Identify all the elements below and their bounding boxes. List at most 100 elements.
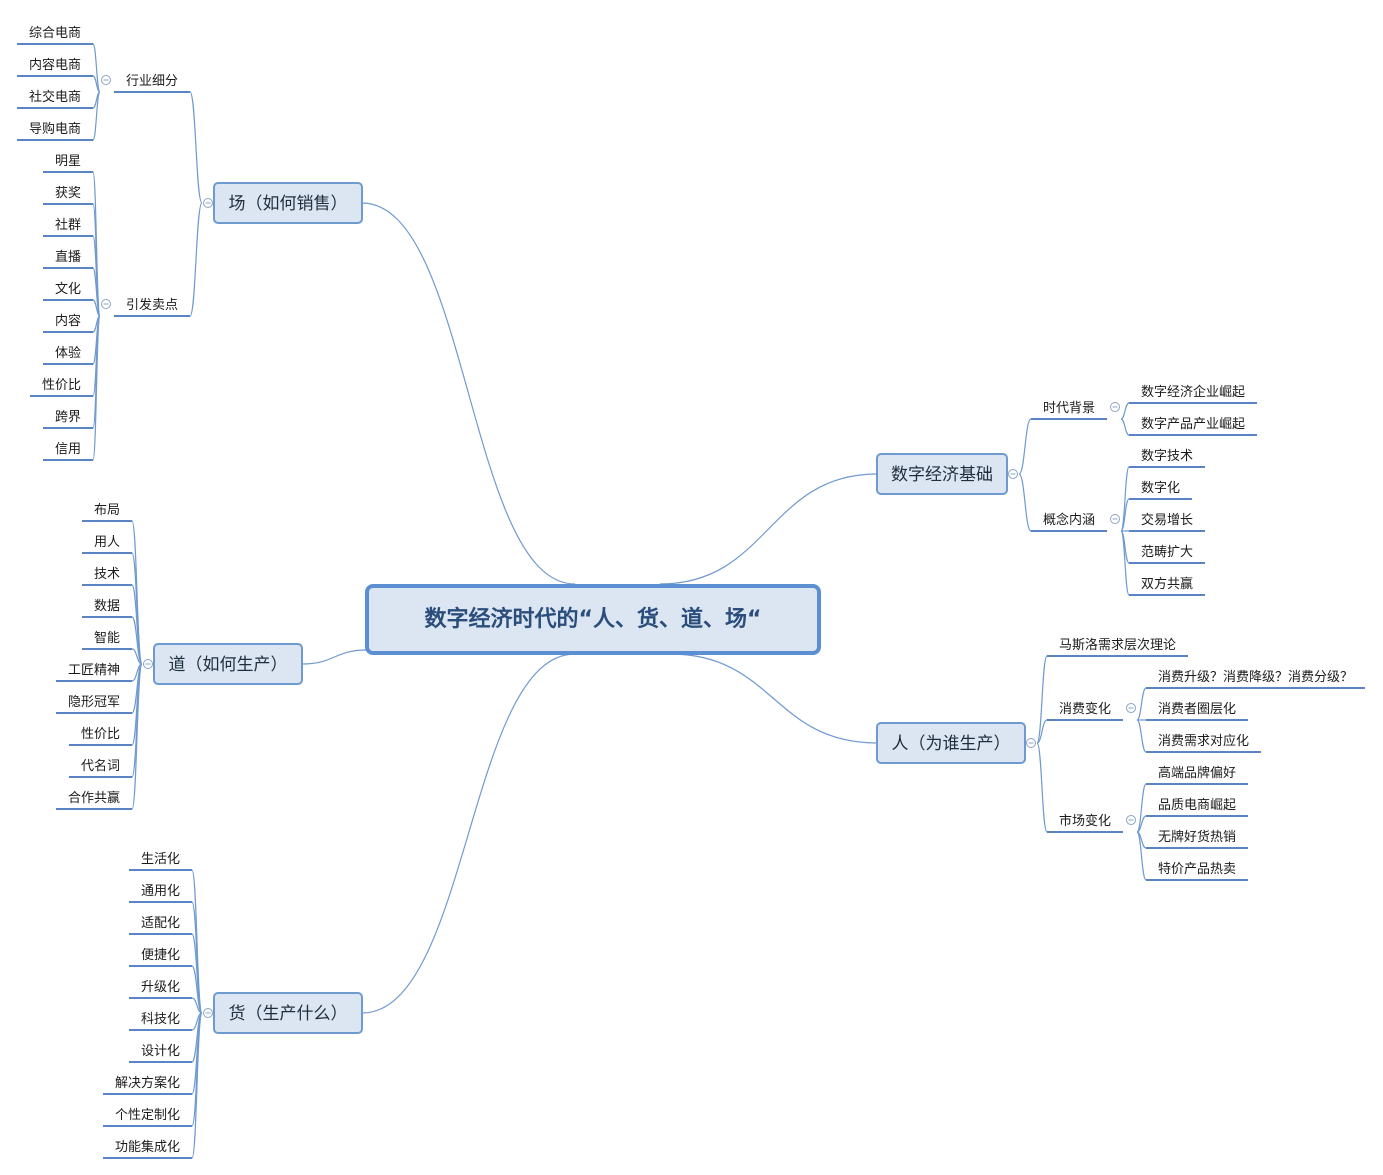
goods-item-5[interactable]: 科技化 <box>129 1012 192 1031</box>
digital-base-group-1-label: 概念内涵 <box>1043 512 1095 528</box>
goods-item-2[interactable]: 适配化 <box>129 916 192 935</box>
way-item-2-label: 技术 <box>94 567 120 582</box>
venue-item-0-2[interactable]: 社交电商 <box>17 89 93 109</box>
venue-item-1-6[interactable]: 体验 <box>43 345 93 365</box>
way-item-6[interactable]: 隐形冠军 <box>56 695 132 714</box>
connector-digital-base-item-1-1 <box>1120 498 1130 532</box>
venue-item-1-3[interactable]: 直播 <box>43 250 93 269</box>
goods-item-6[interactable]: 设计化 <box>129 1044 192 1063</box>
collapse-toggle-venue-group-1[interactable] <box>101 299 111 309</box>
digital-base-group-0[interactable]: 时代背景 <box>1031 401 1107 420</box>
branch-people-label: 人（为谁生产） <box>892 734 1011 754</box>
venue-item-1-0[interactable]: 明星 <box>43 154 93 173</box>
connector-venue-group-0 <box>189 91 203 204</box>
connector-digital-base-item-1-4 <box>1120 530 1130 596</box>
goods-item-8[interactable]: 个性定制化 <box>103 1108 192 1127</box>
goods-item-4[interactable]: 升级化 <box>129 980 192 999</box>
people-item-2-0[interactable]: 高端品牌偏好 <box>1146 765 1248 785</box>
people-item-2-2[interactable]: 无牌好货热销 <box>1146 829 1248 849</box>
way-item-4[interactable]: 智能 <box>82 631 132 650</box>
goods-item-1-label: 通用化 <box>141 884 180 899</box>
way-item-0[interactable]: 布局 <box>82 503 132 522</box>
venue-group-0[interactable]: 行业细分 <box>114 74 190 93</box>
branch-goods-label: 货（生产什么） <box>229 1004 348 1024</box>
people-item-1-2[interactable]: 消费需求对应化 <box>1146 733 1261 753</box>
venue-item-0-0[interactable]: 综合电商 <box>17 26 93 45</box>
digital-base-item-1-0[interactable]: 数字技术 <box>1129 449 1205 468</box>
connector-people-item-2-0 <box>1136 783 1147 833</box>
collapse-toggle-venue-group-0[interactable] <box>101 75 111 85</box>
collapse-toggle-digital-base[interactable] <box>1008 469 1018 479</box>
connector-digital-base-item-1-0 <box>1120 466 1130 532</box>
digital-base-item-1-1[interactable]: 数字化 <box>1129 481 1192 500</box>
collapse-toggle-way[interactable] <box>143 659 153 669</box>
people-item-1-0[interactable]: 消费升级？消费降级？消费分级？ <box>1146 670 1365 689</box>
branch-way[interactable]: 道（如何生产） <box>153 643 303 685</box>
people-group-1[interactable]: 消费变化 <box>1047 701 1123 721</box>
digital-base-item-1-3[interactable]: 范畴扩大 <box>1129 544 1205 564</box>
way-item-5[interactable]: 工匠精神 <box>56 663 132 682</box>
venue-item-1-9[interactable]: 信用 <box>43 442 93 461</box>
goods-item-1[interactable]: 通用化 <box>129 884 192 903</box>
collapse-toggle-goods[interactable] <box>203 1008 213 1018</box>
venue-item-0-2-label: 社交电商 <box>29 89 81 105</box>
digital-base-item-0-1[interactable]: 数字产品产业崛起 <box>1129 417 1257 436</box>
people-group-2[interactable]: 市场变化 <box>1047 813 1123 833</box>
digital-base-group-1[interactable]: 概念内涵 <box>1031 512 1107 532</box>
collapse-toggle-venue[interactable] <box>203 198 213 208</box>
way-item-7[interactable]: 性价比 <box>69 727 132 746</box>
venue-item-1-9-label: 信用 <box>55 442 81 457</box>
venue-item-1-2-label: 社群 <box>55 217 81 233</box>
connector-root-goods <box>361 653 576 1014</box>
branch-digital-base[interactable]: 数字经济基础 <box>876 453 1008 495</box>
digital-base-item-0-0-label: 数字经济企业崛起 <box>1141 384 1245 400</box>
digital-base-item-1-3-label: 范畴扩大 <box>1141 544 1193 560</box>
venue-item-1-5-label: 内容 <box>55 313 81 329</box>
root-topic[interactable]: 数字经济时代的“人、货、道、场“ <box>365 584 821 655</box>
goods-item-5-label: 科技化 <box>141 1012 180 1027</box>
branch-goods[interactable]: 货（生产什么） <box>213 992 363 1034</box>
connector-venue-group-1 <box>189 202 203 317</box>
branch-people[interactable]: 人（为谁生产） <box>876 722 1026 764</box>
connector-venue-item-0-3 <box>92 91 101 141</box>
way-item-8[interactable]: 代名词 <box>69 758 132 778</box>
people-item-2-1[interactable]: 品质电商崛起 <box>1146 798 1248 817</box>
people-item-2-3[interactable]: 特价产品热卖 <box>1146 862 1248 881</box>
people-item-1-2-label: 消费需求对应化 <box>1158 733 1249 749</box>
collapse-toggle-digital-base-group-1[interactable] <box>1110 514 1120 524</box>
goods-item-9[interactable]: 功能集成化 <box>103 1139 192 1159</box>
goods-item-7[interactable]: 解决方案化 <box>103 1075 192 1095</box>
venue-item-1-4[interactable]: 文化 <box>43 282 93 301</box>
way-item-3[interactable]: 数据 <box>82 599 132 618</box>
venue-item-1-5[interactable]: 内容 <box>43 313 93 333</box>
venue-item-1-1[interactable]: 获奖 <box>43 186 93 205</box>
people-group-2-label: 市场变化 <box>1059 813 1111 829</box>
venue-item-0-1[interactable]: 内容电商 <box>17 57 93 77</box>
collapse-toggle-people[interactable] <box>1026 738 1036 748</box>
connector-people-group-1 <box>1036 719 1048 744</box>
branch-venue[interactable]: 场（如何销售） <box>213 182 363 224</box>
venue-item-0-3[interactable]: 导购电商 <box>17 121 93 141</box>
way-item-9[interactable]: 合作共赢 <box>56 790 132 810</box>
people-group-0[interactable]: 马斯洛需求层次理论 <box>1047 637 1188 657</box>
goods-item-3[interactable]: 便捷化 <box>129 948 192 967</box>
people-item-1-1[interactable]: 消费者圈层化 <box>1146 702 1248 721</box>
connector-people-item-2-3 <box>1136 831 1147 881</box>
venue-item-1-7[interactable]: 性价比 <box>30 378 93 397</box>
way-item-1[interactable]: 用人 <box>82 535 132 554</box>
connector-digital-base-item-0-1 <box>1120 418 1130 436</box>
connector-way-item-9 <box>131 663 143 810</box>
venue-group-1[interactable]: 引发卖点 <box>114 297 190 317</box>
venue-group-0-label: 行业细分 <box>126 74 178 89</box>
goods-item-0[interactable]: 生活化 <box>129 852 192 871</box>
way-item-2[interactable]: 技术 <box>82 567 132 586</box>
venue-item-1-2[interactable]: 社群 <box>43 217 93 237</box>
collapse-toggle-digital-base-group-0[interactable] <box>1110 402 1120 412</box>
collapse-toggle-people-group-1[interactable] <box>1126 703 1136 713</box>
collapse-toggle-people-group-2[interactable] <box>1126 815 1136 825</box>
digital-base-item-1-2[interactable]: 交易增长 <box>1129 512 1205 532</box>
venue-item-1-8[interactable]: 跨界 <box>43 410 93 429</box>
digital-base-item-1-4[interactable]: 双方共赢 <box>1129 576 1205 596</box>
digital-base-item-0-0[interactable]: 数字经济企业崛起 <box>1129 384 1257 404</box>
